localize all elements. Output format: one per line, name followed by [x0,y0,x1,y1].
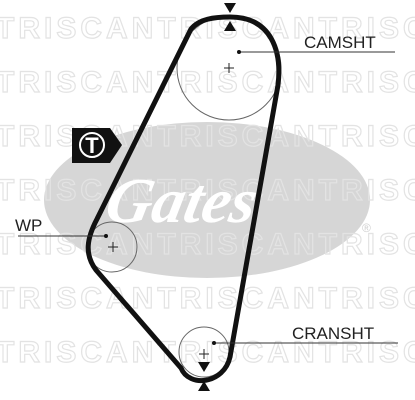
leader-lines [18,51,398,344]
leader-dots [104,50,241,345]
watermark-text-row-6: TRISCANTRISCANTRISCANTRISCAN [0,282,415,315]
watermark-text-row-3: TRISCANTRISCANTRISCANTRISCAN [0,120,415,153]
water-pump-label: WP [15,216,42,235]
timing-mark-arrow-icon [198,362,210,391]
watermark: TRISCANTRISCANTRISCANTRISCAN TRISCANTRIS… [0,11,415,369]
camshaft-leader-dot [237,50,241,54]
watermark-text-row-2: TRISCANTRISCANTRISCANTRISCAN [0,66,415,99]
watermark-registered-mark: ® [362,221,371,235]
watermark-text-row-5: TRISCANTRISCANTRISCANTRISCAN [0,228,415,261]
center-cross-icon [108,242,118,252]
center-crosses [108,63,234,359]
watermark-text-row-4: TRISCANTRISCANTRISCANTRISCAN [0,174,415,207]
water-pump-leader-dot [104,234,108,238]
tensioner-badge-icon: T [72,128,122,163]
crankshaft-label: CRANSHT [292,324,374,343]
timing-belt [85,14,282,384]
center-cross-icon [199,349,209,359]
timing-marks [198,3,236,391]
watermark-logo: Gates [100,165,264,236]
timing-mark-arrow-icon [224,3,236,31]
center-cross-icon [224,63,234,73]
crankshaft-leader-dot [212,341,216,345]
tensioner-label: T [85,133,99,158]
camshaft-label: CAMSHT [304,33,376,52]
